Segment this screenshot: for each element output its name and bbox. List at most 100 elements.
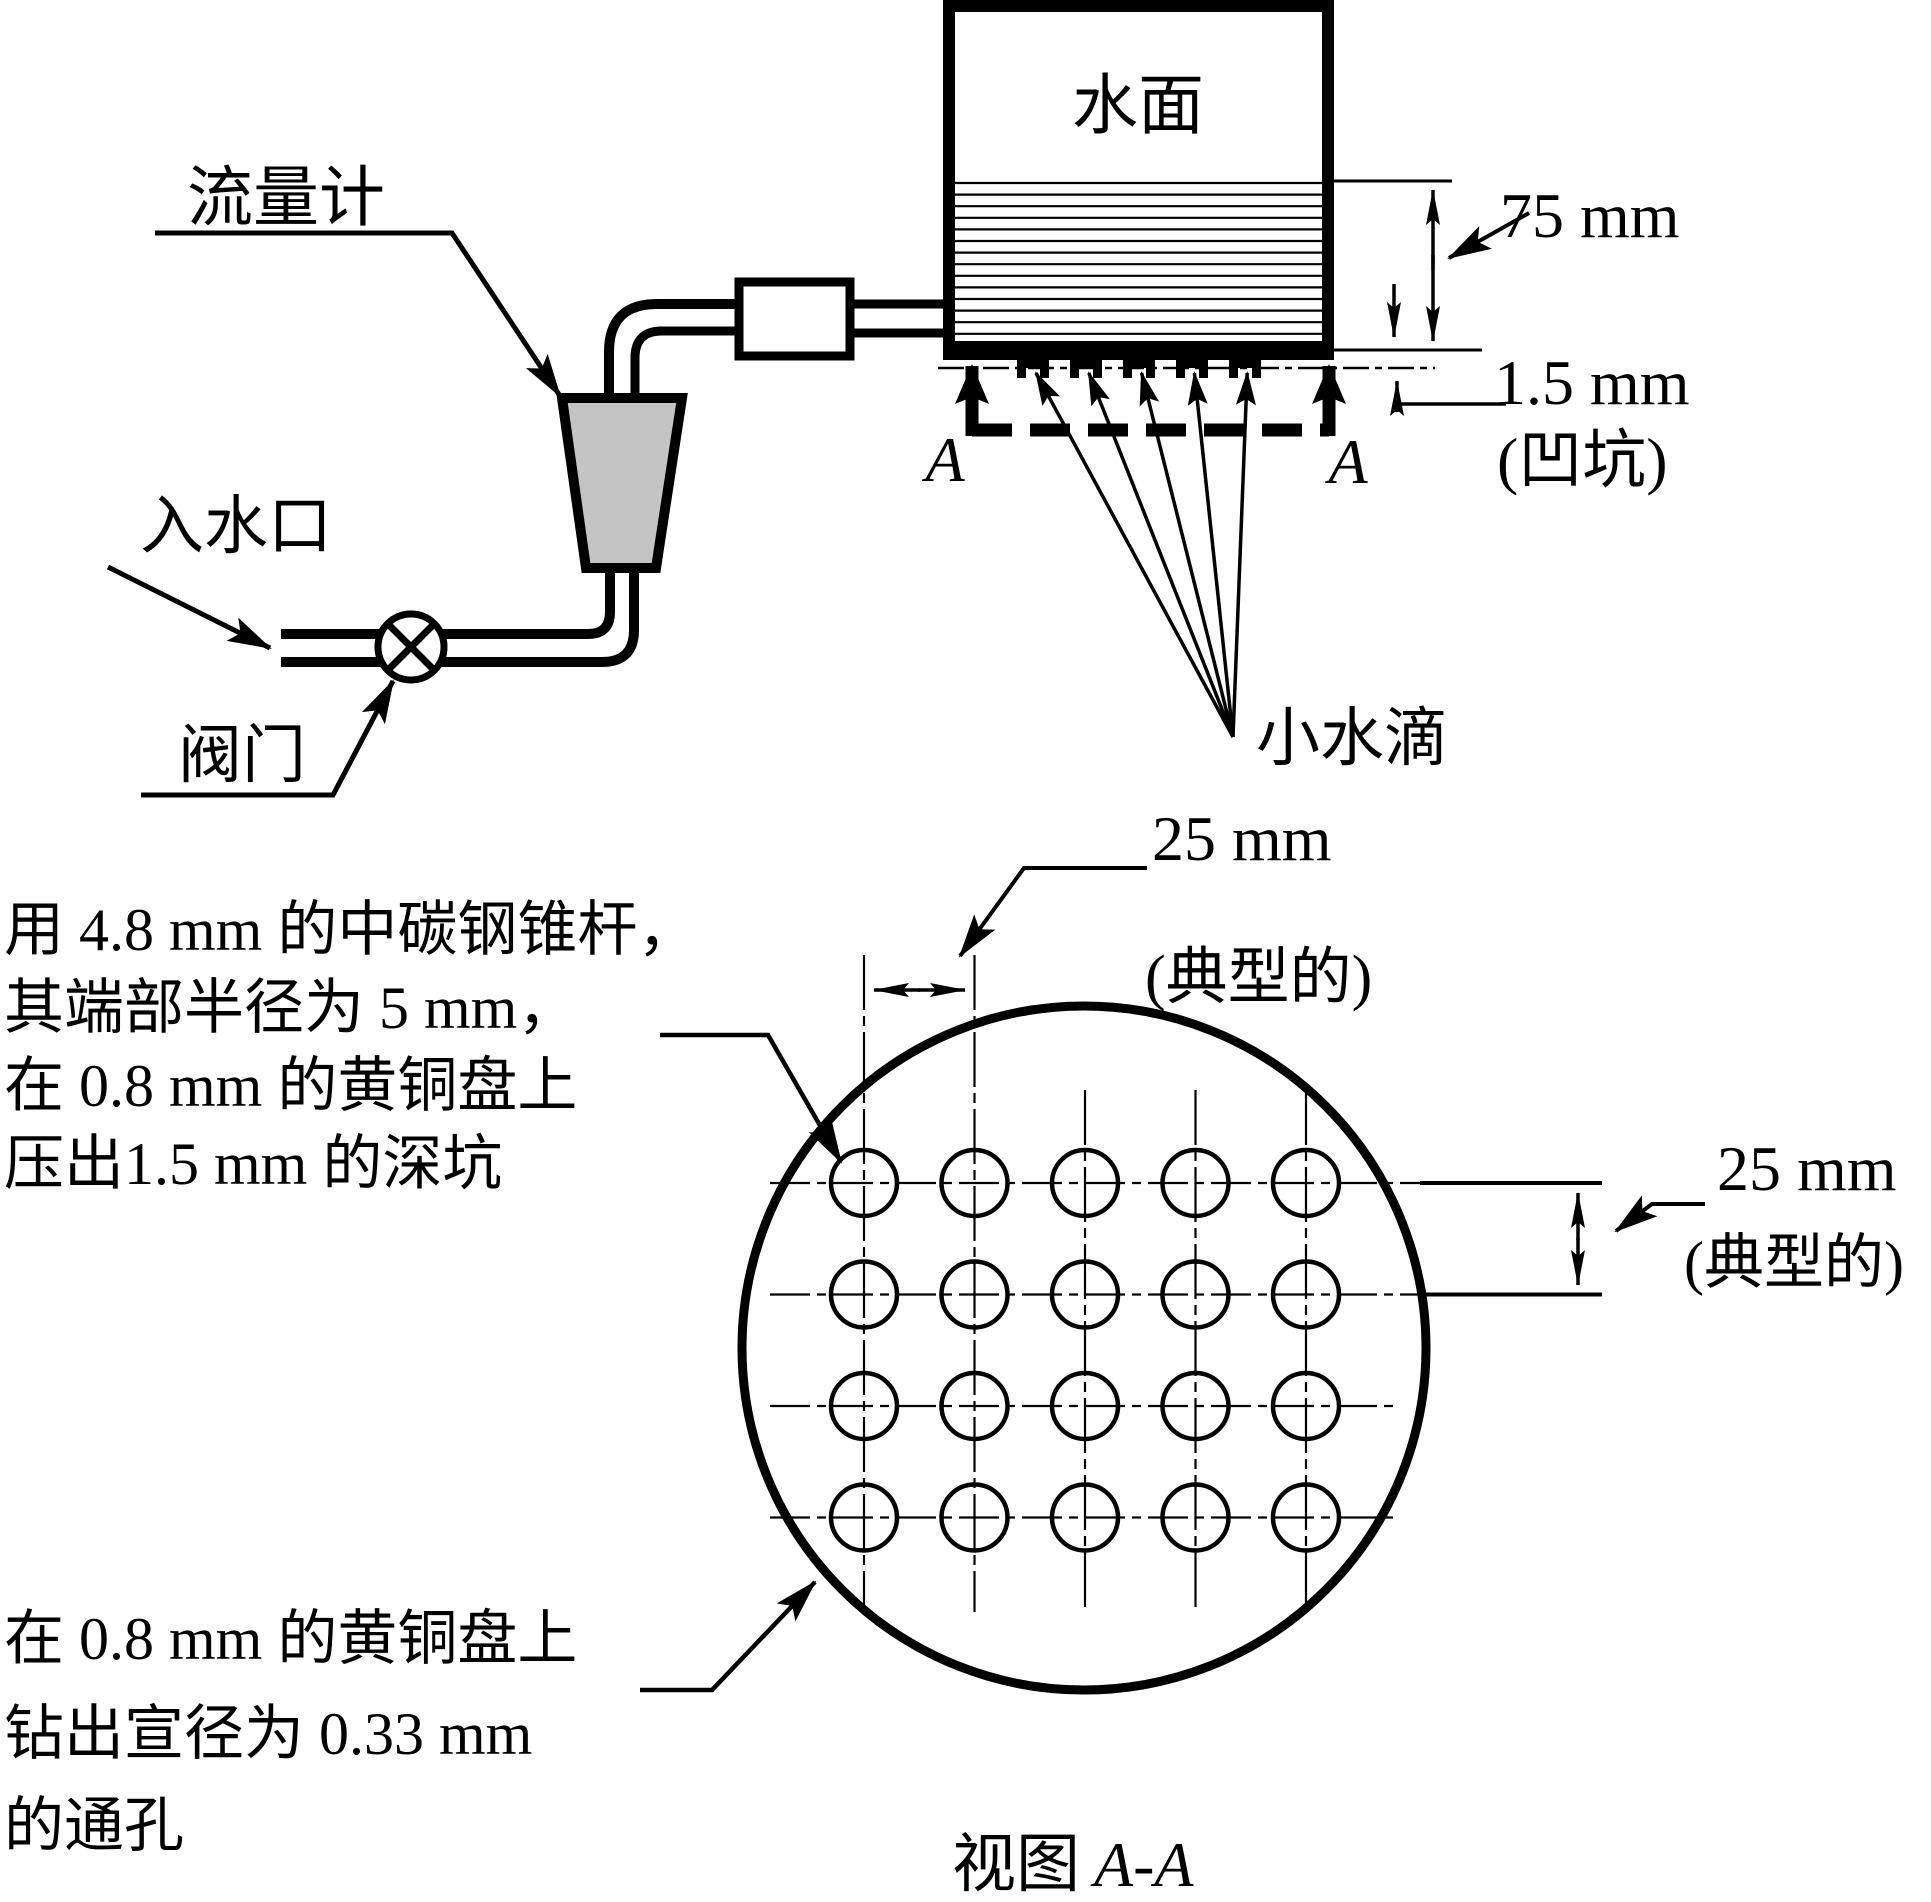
valve-leader — [141, 679, 396, 798]
dim-25-top-label: 25 mm — [1152, 803, 1332, 874]
dim-1-5-note: (凹坑) — [1497, 425, 1668, 496]
droplet-arrow — [1087, 371, 1235, 738]
droplet-orifice-leg — [1040, 368, 1049, 378]
dim-25-right-leader — [1614, 1195, 1705, 1233]
pipe-wall — [630, 326, 741, 400]
through-hole-note: 在 0.8 mm 的黄铜盘上 钻出宣径为 0.33 mm 的通孔 — [4, 1580, 817, 1859]
hole-grid — [828, 1147, 1342, 1553]
droplet-orifice-leg — [1070, 368, 1079, 378]
dim-75-leader — [1447, 211, 1530, 260]
label-water-inlet: 入水口 — [106, 491, 332, 651]
plate-hole — [1049, 1482, 1121, 1553]
section-cut-line: A A — [921, 364, 1368, 497]
dim-25-top-note: (典型的) — [1145, 944, 1372, 1012]
section-letter-left: A — [921, 424, 965, 495]
note-line: 在 0.8 mm 的黄铜盘上 — [4, 1606, 577, 1672]
plate-hole — [1049, 1147, 1121, 1219]
droplet-arrows — [1034, 371, 1256, 738]
dim-25-right-label: 25 mm — [1717, 1133, 1897, 1204]
tank-bottom-plate — [943, 341, 1334, 360]
plate-hole — [939, 1259, 1010, 1330]
plate-hole — [1160, 1370, 1231, 1442]
plate-hole — [1270, 1259, 1342, 1330]
plate-hole — [1270, 1147, 1342, 1219]
plate-hole — [939, 1482, 1010, 1553]
plate-hole — [1160, 1482, 1231, 1553]
droplet-orifice-leg — [1093, 368, 1102, 378]
droplets-label: 小水滴 — [1256, 703, 1448, 774]
plate-hole — [939, 1147, 1010, 1219]
droplet-orifice-leg — [1176, 368, 1185, 378]
droplet-arrow — [1187, 371, 1235, 738]
droplet-orifice — [1176, 358, 1208, 368]
droplet-orifice — [1017, 358, 1049, 368]
water-surface-label: 水面 — [1072, 70, 1204, 143]
plate-hole — [828, 1482, 900, 1553]
note-line: 压出1.5 mm 的深坑 — [4, 1131, 502, 1197]
dim-1-5-label: 1.5 mm — [1494, 347, 1690, 418]
dim-25-right-note: (典型的) — [1684, 1230, 1904, 1296]
dimple-note: 用 4.8 mm 的中碳钢锥杆， 其端部半径为 5 mm， 在 0.8 mm 的… — [4, 897, 843, 1197]
plate-hole — [828, 1370, 900, 1442]
droplet-orifice-leg — [1123, 368, 1132, 378]
droplet-orifice-leg — [1252, 368, 1261, 378]
plate-hole — [828, 1147, 900, 1219]
plate-view — [737, 955, 1602, 1695]
flow-meter-body — [556, 393, 688, 573]
pipe-wall — [281, 566, 639, 667]
droplet-orifice — [1229, 358, 1261, 368]
label-valve: 阀门 — [141, 679, 396, 798]
view-caption: 视图 A-A — [952, 1829, 1194, 1900]
valve-icon — [374, 610, 448, 684]
svg-text:流量计: 流量计 — [187, 162, 385, 235]
water-tank — [943, 0, 1334, 360]
flow-sensor-box — [734, 277, 855, 361]
flow-meter-leader — [155, 230, 563, 398]
view-caption-prefix: 视图 — [952, 1829, 1080, 1900]
dim-75-label: 75 mm — [1500, 180, 1680, 251]
hole-grid-centerlines — [770, 955, 1430, 1612]
dim-25mm-right: 25 mm (典型的) — [1571, 1133, 1904, 1296]
piping — [281, 277, 951, 684]
hole-note-leader — [640, 1580, 817, 1693]
section-letter-right: A — [1324, 426, 1368, 497]
svg-text:入水口: 入水口 — [140, 491, 332, 562]
pipe-wall — [604, 299, 741, 400]
dim-1-5mm: 1.5 mm (凹坑) — [1387, 284, 1690, 496]
dimple-note-leader — [660, 1032, 843, 1164]
tank-outline — [943, 0, 1334, 360]
droplet-orifice — [1123, 358, 1155, 368]
droplet-arrow — [1139, 371, 1235, 738]
brass-plate-outline — [737, 1001, 1431, 1695]
droplet-orifice — [1070, 358, 1102, 368]
plate-hole — [1270, 1482, 1342, 1553]
inlet-leader — [106, 564, 272, 651]
note-line: 在 0.8 mm 的黄铜盘上 — [4, 1053, 577, 1119]
plate-hole — [1049, 1259, 1121, 1330]
svg-text:阀门: 阀门 — [178, 720, 306, 791]
droplet-arrow — [1231, 371, 1256, 738]
plate-hole — [1049, 1370, 1121, 1442]
droplet-orifice-leg — [1199, 368, 1208, 378]
note-line: 钻出宣径为 0.33 mm — [4, 1701, 532, 1767]
droplet-orifice-leg — [1146, 368, 1155, 378]
dim-25mm-top: 25 mm (典型的) — [873, 803, 1372, 1012]
view-caption-section: A-A — [1090, 1829, 1194, 1900]
plate-hole — [1160, 1147, 1231, 1219]
water-hatch — [955, 181, 1322, 335]
pipe-wall — [281, 566, 615, 639]
plate-hole — [1270, 1370, 1342, 1442]
dim-75mm: 75 mm — [1310, 179, 1680, 352]
note-line: 的通孔 — [4, 1793, 184, 1859]
label-flow-meter: 流量计 — [155, 162, 563, 398]
dim-25-top-leader — [958, 866, 1147, 958]
plate-hole — [1160, 1259, 1231, 1330]
plate-hole — [828, 1259, 900, 1330]
droplet-arrow — [1034, 371, 1235, 738]
droplet-orifice-leg — [1017, 368, 1026, 378]
note-line: 其端部半径为 5 mm， — [4, 975, 577, 1041]
note-line: 用 4.8 mm 的中碳钢锥杆， — [4, 897, 697, 963]
droplet-orifice-leg — [1229, 368, 1238, 378]
